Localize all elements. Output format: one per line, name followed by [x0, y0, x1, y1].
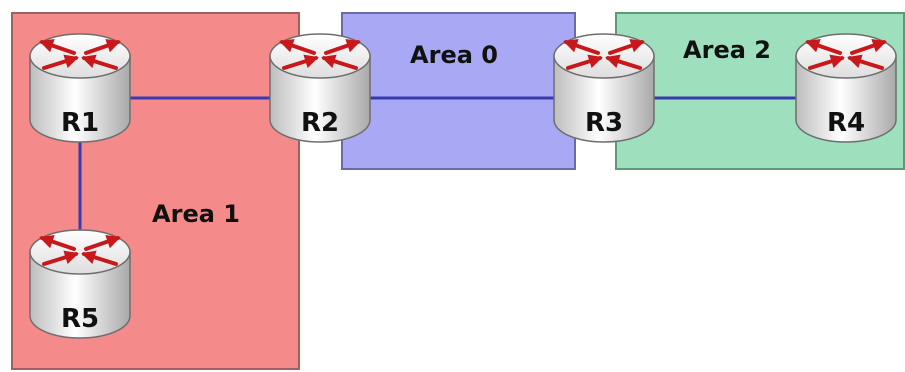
router-icon — [269, 33, 371, 143]
router-label: R1 — [61, 108, 99, 138]
router-arrows — [563, 38, 645, 70]
arrow-head — [81, 250, 97, 264]
arrow-head — [847, 54, 863, 68]
router-body — [553, 55, 655, 143]
router-body — [29, 55, 131, 143]
router-body — [795, 55, 897, 143]
area-0-zone — [341, 12, 576, 170]
arrow-head — [629, 38, 645, 53]
router-icon — [29, 229, 131, 339]
arrow-head — [321, 54, 337, 68]
arrow-head — [303, 54, 319, 68]
arrow-head — [39, 234, 55, 249]
area-1-label: Area 1 — [152, 200, 240, 228]
arrow-head — [345, 38, 361, 53]
router-icon — [795, 33, 897, 143]
router-icon — [29, 33, 131, 143]
router-r5[interactable]: R5 — [29, 229, 131, 339]
arrow-head — [587, 54, 603, 68]
router-r3[interactable]: R3 — [553, 33, 655, 143]
router-body — [269, 55, 371, 143]
arrow-head — [563, 38, 579, 53]
router-label: R3 — [585, 108, 623, 138]
arrow-head — [39, 38, 55, 53]
router-r1[interactable]: R1 — [29, 33, 131, 143]
arrow-head — [805, 38, 821, 53]
arrow-head — [605, 54, 621, 68]
router-r4[interactable]: R4 — [795, 33, 897, 143]
router-r2[interactable]: R2 — [269, 33, 371, 143]
area-2-label: Area 2 — [683, 36, 771, 64]
arrow-head — [63, 250, 79, 264]
router-body — [29, 251, 131, 339]
router-label: R5 — [61, 304, 99, 334]
router-arrows — [39, 38, 121, 70]
arrow-head — [105, 38, 121, 53]
arrow-head — [279, 38, 295, 53]
router-label: R2 — [301, 108, 339, 138]
arrow-head — [105, 234, 121, 249]
area-0-label: Area 0 — [410, 41, 498, 69]
arrow-head — [81, 54, 97, 68]
router-arrows — [279, 38, 361, 70]
arrow-head — [829, 54, 845, 68]
router-arrows — [39, 234, 121, 266]
router-icon — [553, 33, 655, 143]
router-arrows — [805, 38, 887, 70]
arrow-head — [63, 54, 79, 68]
arrow-head — [871, 38, 887, 53]
router-label: R4 — [827, 108, 865, 138]
